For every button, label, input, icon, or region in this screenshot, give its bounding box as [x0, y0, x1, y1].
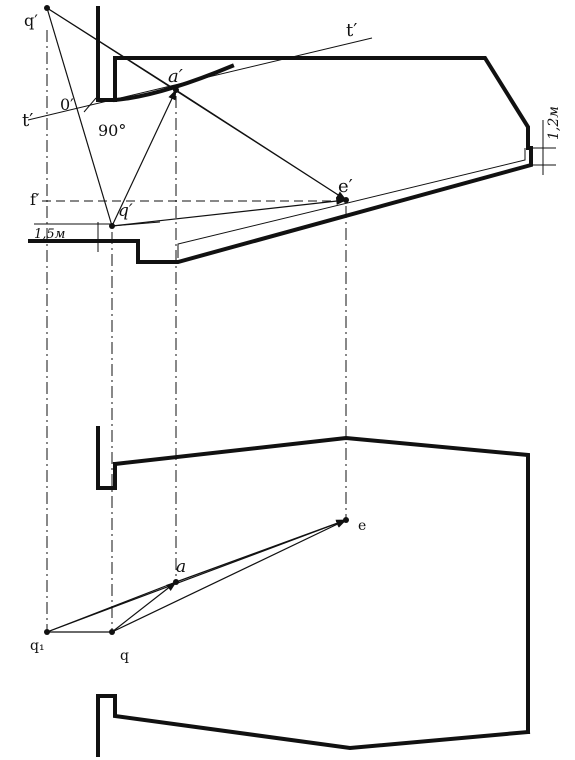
- label-q: q: [120, 648, 129, 664]
- plan-q1-a: [46, 581, 177, 633]
- point-a-prime: [173, 87, 179, 93]
- label-q-prime: q′: [24, 11, 38, 30]
- elevation-floor: [28, 146, 533, 264]
- image-to-reflection: [46, 7, 177, 91]
- label-f-prime: f′: [30, 190, 40, 209]
- label-a: a: [176, 557, 186, 577]
- point-a: [173, 579, 179, 585]
- plan-view: e a q₁ q: [30, 426, 531, 757]
- plan-ray-a-e: [175, 519, 348, 583]
- elevation-view: q′ t′ t′ a′ 0′ 90° 1,2м f′ e′ q′ 1,5м: [22, 5, 562, 264]
- label-t-prime-right: t′: [346, 20, 357, 41]
- label-q1: q₁: [30, 638, 45, 654]
- source-image-line: [46, 7, 113, 227]
- reflected-ray: [175, 89, 347, 201]
- plan-side-wall-upper: [112, 435, 530, 734]
- plan-top-stage-wall: [96, 426, 117, 490]
- label-e-prime: e′: [338, 176, 353, 197]
- elevation-ceiling: [113, 56, 530, 150]
- incident-ray: [111, 89, 177, 227]
- projection-lines: [46, 30, 347, 632]
- label-a-prime: a′: [168, 66, 183, 87]
- point-e: [343, 517, 349, 523]
- point-q-prime: [44, 5, 50, 11]
- label-height-dim: 1,2м: [546, 106, 562, 140]
- label-e: e: [358, 518, 366, 534]
- direct-ray: [111, 197, 348, 227]
- point-q: [109, 629, 115, 635]
- elevation-floor-inner: [177, 148, 526, 258]
- label-angle: 90°: [98, 121, 126, 140]
- label-t-prime-left: t′: [22, 110, 33, 131]
- elevation-stage-wall: [96, 6, 117, 102]
- point-e-prime: [343, 197, 349, 203]
- label-q-prime-low: q′: [118, 201, 133, 221]
- elevation-reflector: [112, 63, 235, 103]
- plan-ray-q-a: [111, 581, 177, 633]
- point-q-prime-low: [109, 223, 115, 229]
- label-zero-prime: 0′: [60, 95, 74, 114]
- plan-side-wall-lower: [96, 694, 531, 757]
- tangent-line: [27, 37, 373, 121]
- plan-ray-q-e: [111, 519, 347, 633]
- label-offset-dim: 1,5м: [34, 227, 65, 242]
- normal-mark: [83, 97, 97, 113]
- point-q1: [44, 629, 50, 635]
